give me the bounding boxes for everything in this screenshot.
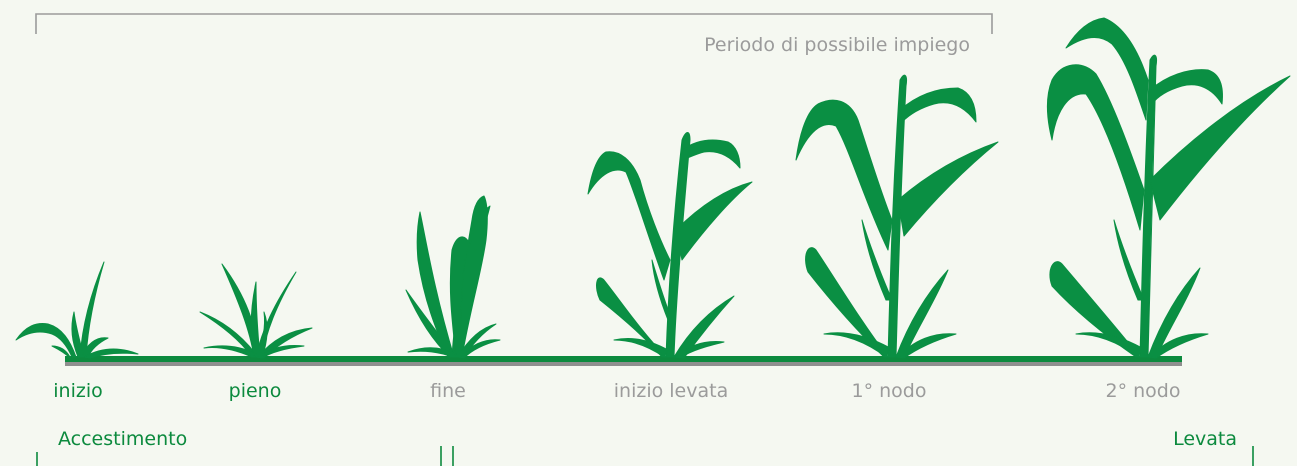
plant-2-nodo [1047, 18, 1290, 358]
stage-label-2-nodo: 2° nodo [1106, 380, 1181, 402]
plant-1-nodo [796, 75, 998, 358]
period-bracket [36, 14, 992, 34]
ground-line [65, 356, 1182, 366]
plant-inizio-levata [588, 133, 752, 359]
phase-label-levata: Levata [1173, 428, 1237, 450]
stage-label-inizio-levata: inizio levata [614, 380, 728, 402]
stage-label-fine: fine [430, 380, 466, 402]
phase-brackets [37, 446, 1253, 466]
plant-fine [406, 196, 500, 358]
period-label: Periodo di possibile impiego [704, 34, 970, 56]
stage-label-pieno: pieno [229, 380, 282, 402]
stage-label-inizio: inizio [53, 380, 102, 402]
phase-label-accestimento: Accestimento [58, 428, 187, 450]
plant-pieno [200, 264, 312, 358]
plant-inizio [16, 262, 138, 358]
stage-label-1-nodo: 1° nodo [852, 380, 927, 402]
